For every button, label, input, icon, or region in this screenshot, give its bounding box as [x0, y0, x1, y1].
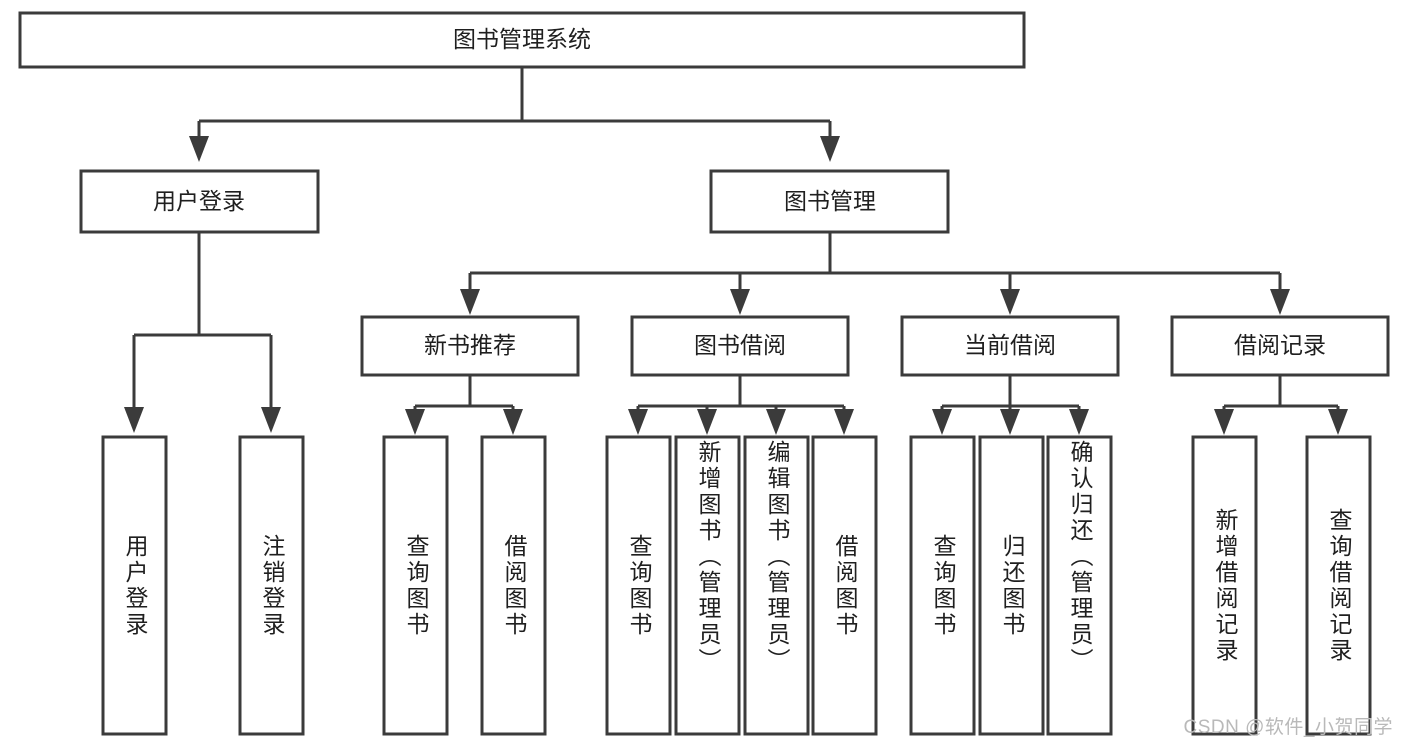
leaf-box-book-borrow-0[interactable] [605, 435, 672, 736]
node-root[interactable]: 图书管理系统 [18, 11, 1026, 69]
node-user-login[interactable]: 用户登录 [79, 169, 320, 234]
node-root-label: 图书管理系统 [453, 26, 591, 52]
leaf-box-current-borrow-0[interactable] [909, 435, 976, 736]
arrow-to-new-book-rec [460, 289, 480, 315]
arrow-user-login-leaf1 [124, 407, 144, 433]
node-borrow-record[interactable]: 借阅记录 [1170, 315, 1390, 377]
leaf-box-borrow-record-0[interactable] [1191, 435, 1258, 736]
node-new-book-rec-label: 新书推荐 [424, 332, 516, 358]
arrow-bb-leaf1 [628, 409, 648, 435]
arrow-cb-leaf2 [1000, 409, 1020, 435]
node-book-borrow-box[interactable] [630, 315, 850, 377]
node-book-borrow[interactable]: 图书借阅 [630, 315, 850, 377]
arrow-to-borrow-record [1270, 289, 1290, 315]
node-book-borrow-label: 图书借阅 [694, 332, 786, 358]
leaf-box-book-borrow-2[interactable] [743, 435, 810, 736]
node-book-manage[interactable]: 图书管理 [709, 169, 950, 234]
leaf-box-user-login-0[interactable] [101, 435, 168, 736]
leaf-box-user-login-1[interactable] [238, 435, 305, 736]
node-current-borrow-box[interactable] [900, 315, 1120, 377]
leaf-box-current-borrow-1[interactable] [978, 435, 1045, 736]
node-book-manage-box[interactable] [709, 169, 950, 234]
arrow-cb-leaf1 [932, 409, 952, 435]
leaf-box-book-borrow-1[interactable] [674, 435, 741, 736]
node-new-book-rec-box[interactable] [360, 315, 580, 377]
arrow-root-to-book-manage [820, 136, 840, 162]
arrow-br-leaf1 [1214, 409, 1234, 435]
arrow-bb-leaf2 [697, 409, 717, 435]
arrow-cb-leaf3 [1069, 409, 1089, 435]
node-current-borrow[interactable]: 当前借阅 [900, 315, 1120, 377]
leaf-box-new-book-rec-0[interactable] [382, 435, 449, 736]
arrow-bb-leaf3 [766, 409, 786, 435]
node-borrow-record-label: 借阅记录 [1234, 332, 1326, 358]
node-user-login-label: 用户登录 [153, 188, 245, 214]
arrow-root-to-user-login [189, 136, 209, 162]
leaf-box-new-book-rec-1[interactable] [480, 435, 547, 736]
leaf-box-book-borrow-3[interactable] [811, 435, 878, 736]
node-current-borrow-label: 当前借阅 [964, 332, 1056, 358]
arrow-bb-leaf4 [834, 409, 854, 435]
node-new-book-rec[interactable]: 新书推荐 [360, 315, 580, 377]
arrow-nbr-leaf1 [405, 409, 425, 435]
leaf-box-current-borrow-2[interactable] [1046, 435, 1113, 736]
arrow-to-book-borrow [730, 289, 750, 315]
node-borrow-record-box[interactable] [1170, 315, 1390, 377]
node-root-box[interactable] [18, 11, 1026, 69]
node-book-manage-label: 图书管理 [784, 188, 876, 214]
leaf-box-borrow-record-1[interactable] [1305, 435, 1372, 736]
arrow-br-leaf2 [1328, 409, 1348, 435]
csdn-watermark: CSDN @软件_小贺同学 [1183, 717, 1393, 738]
arrow-nbr-leaf2 [503, 409, 523, 435]
arrow-user-login-leaf2 [261, 407, 281, 433]
arrow-to-current-borrow [1000, 289, 1020, 315]
